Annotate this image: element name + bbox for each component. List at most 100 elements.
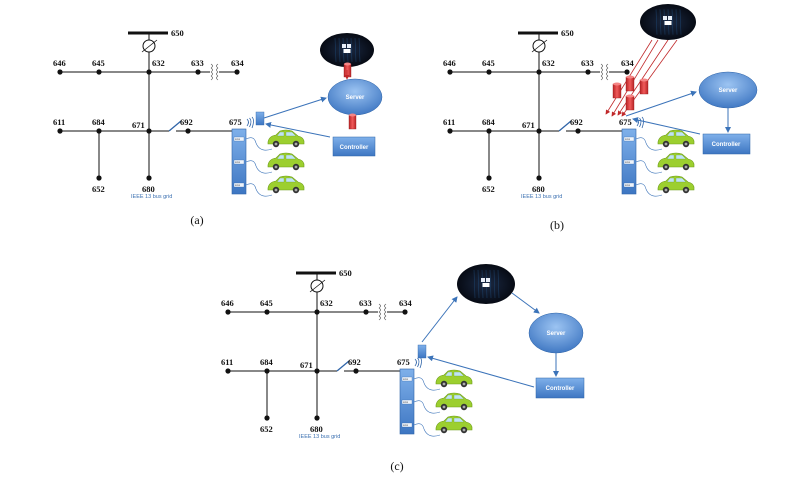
bus-label-632: 632 [320,298,333,308]
attacker-hacker-icon [457,264,515,304]
charger-slot-label: xxxx [625,161,631,164]
charging-cable [635,183,663,197]
signal-wave [246,118,249,127]
electric-car [657,129,695,148]
car-hub [294,142,298,146]
charging-cable [635,137,663,151]
bus-label-634: 634 [231,58,245,68]
matrix-code-line [350,38,353,62]
charger-slot-label: xxxx [403,378,409,381]
bus-label-684: 684 [92,117,106,127]
bus-label-632: 632 [152,58,165,68]
matrix-code-line [655,9,658,35]
car-body [435,369,473,385]
signal-wave [419,356,422,369]
car-window [666,177,675,183]
matrix-code-line [354,38,357,62]
car-body [657,152,695,168]
car-window [285,131,297,137]
signal-wave [639,117,642,128]
bus-node [195,69,201,75]
bus-node [314,368,320,374]
attack-arrow [611,39,659,117]
bus-label-675: 675 [229,117,242,127]
car-window [666,131,675,137]
car-hub [664,188,668,192]
attacker-hacker-icon [640,4,696,40]
bus-node [536,69,542,75]
charging-cable [245,183,273,197]
matrix-code-line [489,269,492,299]
matrix-code-line [659,9,662,35]
bus-label-680: 680 [310,424,323,434]
charger-slot [233,159,245,165]
bus-node [96,128,102,134]
regulator-arrow [531,39,548,53]
car-hub [274,142,278,146]
transformer-coil [216,63,219,69]
transmitter-box [255,111,265,126]
packet-body [612,83,622,99]
attack-packet [625,94,635,111]
controller-node [535,377,585,399]
signal-wave [417,357,420,368]
electric-car [657,152,695,171]
bus-label-680: 680 [532,184,545,194]
transformer-coil [216,75,219,81]
attack-packet [625,75,635,92]
data-arrow [625,90,697,117]
electric-car [435,415,473,434]
control-arrow [265,122,331,138]
bus-label-671: 671 [522,120,535,130]
car-hub [442,428,446,432]
bus-label-692: 692 [180,117,193,127]
car-hub [442,382,446,386]
car-body [267,152,305,168]
car-body [657,175,695,191]
matrix-code-line [473,269,476,299]
transformer-coil [600,71,603,77]
bus-node [234,69,240,75]
electric-car [435,369,473,388]
bus-node [447,128,453,134]
grid-caption: IEEE 13 bus grid [131,194,172,200]
bus-node [353,368,359,374]
control-arrow [632,117,701,135]
car-hub [274,165,278,169]
signal-wave [249,117,252,128]
matrix-code-line [334,38,337,62]
bus-label-632: 632 [542,58,555,68]
regulator-arrow [309,279,326,293]
charger-slot-label: xxxx [625,138,631,141]
car-window [666,154,675,160]
bus-label-675: 675 [397,357,410,367]
transformer-coil [378,311,381,317]
bus-label-633: 633 [581,58,594,68]
bus-node [402,309,408,315]
car-window [675,154,687,160]
attack-packet [612,82,622,99]
bus-node [585,69,591,75]
bus-label-680: 680 [142,184,155,194]
charger-slot-label: xxxx [403,401,409,404]
bus-label-633: 633 [359,298,372,308]
bus-label-650: 650 [561,28,574,38]
transformer-coil [606,71,609,77]
bus-label-684: 684 [260,357,274,367]
car-hub [684,165,688,169]
attacker-keyboard [664,21,672,25]
car-window [276,177,285,183]
transformer-coil [384,315,387,321]
transformer-coil [210,67,213,73]
charger-slot-label: xxxx [235,138,241,141]
car-window [453,417,465,423]
bus-label-652: 652 [92,184,105,194]
bus-label-652: 652 [260,424,273,434]
packet-top [626,75,634,79]
control-arrow [427,355,535,388]
attacker-screen [342,44,346,48]
grid-caption: IEEE 13 bus grid [299,434,340,440]
charging-cable [245,160,273,174]
signal-wave [641,116,644,129]
